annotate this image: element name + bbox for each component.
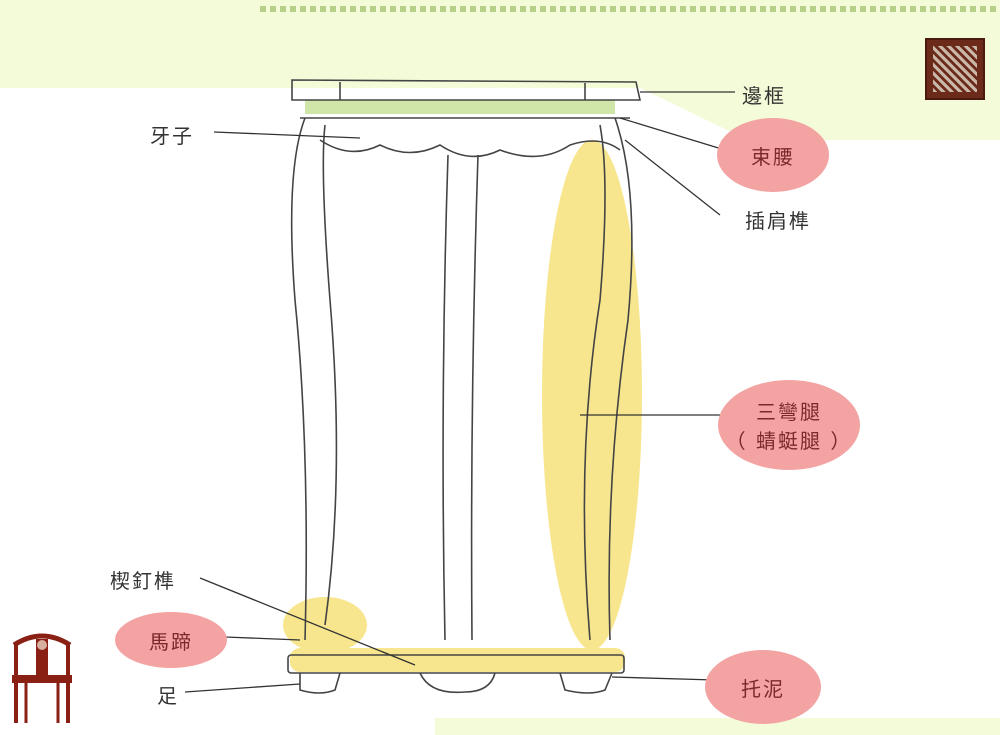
top-stripe [260,6,1000,12]
label-foot: 足 [157,684,179,708]
apron [300,117,630,158]
label-base-text: 托泥 [741,676,785,701]
background-band-top [0,0,1000,88]
label-frame: 邊框 [742,84,786,108]
label-leg-line1: 三彎腿 [756,400,822,424]
label-wedge-joint: 楔釘榫 [110,569,176,593]
base-plinth [287,654,625,674]
bottom-band [435,718,1000,735]
leader-lines [184,91,735,693]
label-leg: 三彎腿 （ 蜻蜓腿 ） [718,380,860,470]
chair-icon [6,625,78,725]
highlights [283,140,642,672]
label-waist: 束腰 [717,118,829,192]
left-leg [290,117,338,641]
label-apron: 牙子 [150,124,194,148]
label-shoulder-joint: 插肩榫 [745,209,811,233]
label-base: 托泥 [705,650,821,724]
label-waist-text: 束腰 [751,144,795,169]
right-leg [583,117,633,641]
lattice-window-icon [925,38,985,100]
label-leg-line2: （ 蜻蜓腿 ） [725,429,853,453]
center-leg [442,154,479,641]
label-hoof: 馬蹄 [115,612,227,668]
top-frame [291,79,641,101]
waist-band [305,100,615,114]
feet [299,672,613,694]
label-hoof-text: 馬蹄 [149,629,193,654]
